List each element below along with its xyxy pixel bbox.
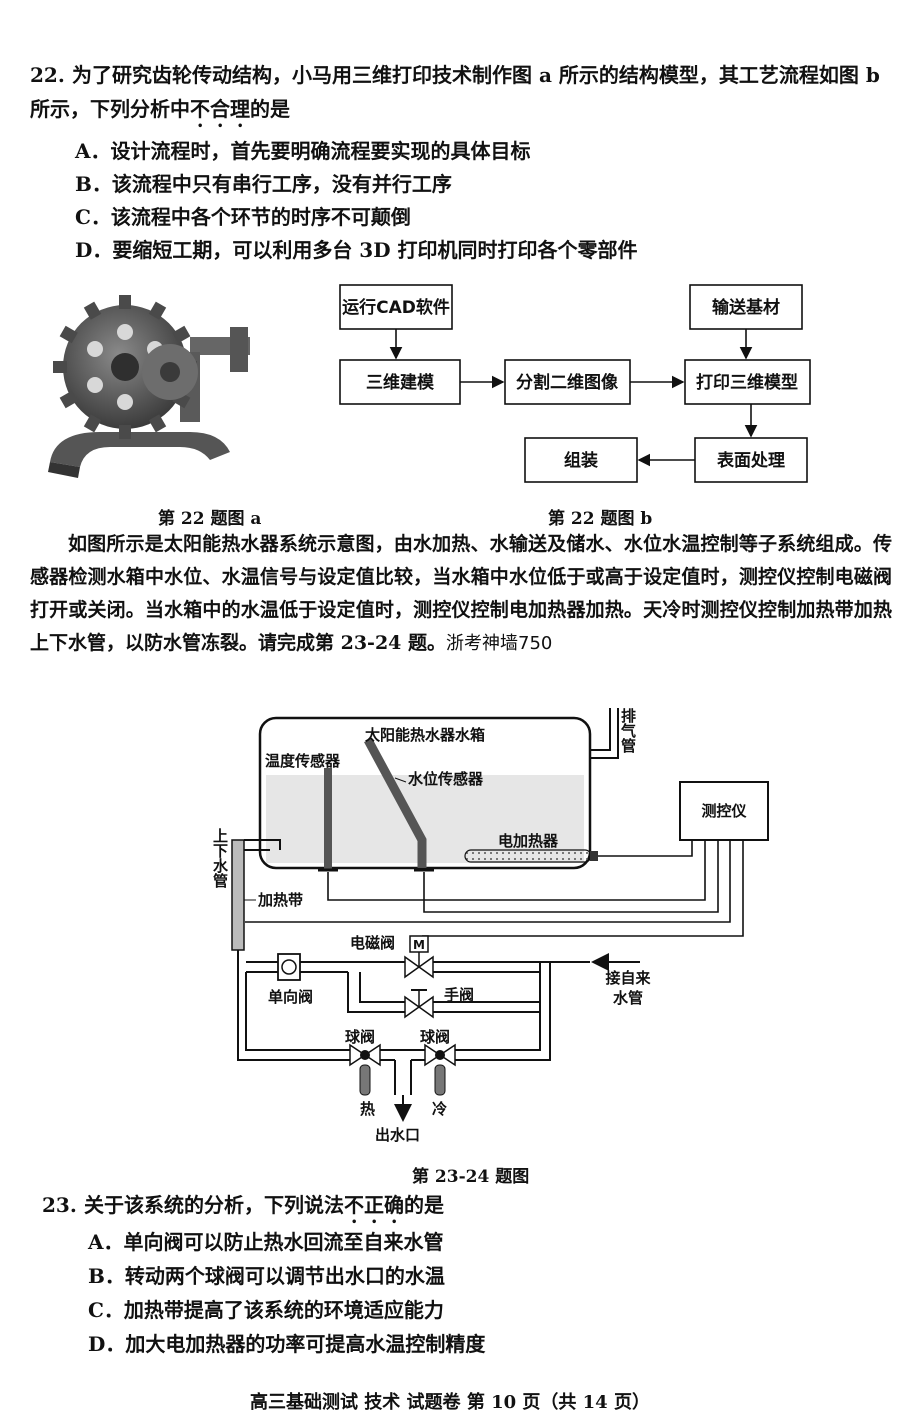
label-ball-valve-1: 球阀: [345, 1028, 375, 1046]
flow-label-slice: 分割二维图像: [516, 372, 619, 393]
label-solenoid: 电磁阀: [350, 934, 395, 952]
ball-valve-cold-symbol: [424, 1043, 456, 1096]
q23-stem: 23.关于该系统的分析，下列说法不正确的是: [42, 1193, 444, 1217]
process-flowchart: 运行CAD软件 输送基材 三维建模 分割二维图像 打印三维模型 表面处理 组装: [339, 284, 811, 483]
caption-fig-b: 第 22 题图 b: [548, 509, 653, 529]
label-motor: M: [413, 938, 425, 952]
q23-option-c: C．加热带提高了该系统的环境适应能力: [88, 1298, 444, 1322]
q23-emphasis: 不正确: [344, 1193, 404, 1217]
q22-stem: 22.为了研究齿轮传动结构，小马用三维打印技术制作图 a 所示的结构模型，其工艺…: [30, 63, 880, 121]
q22-option-a: A．设计流程时，首先要明确流程要实现的具体目标: [75, 139, 531, 163]
q22-option-d: D．要缩短工期，可以利用多台 3D 打印机同时打印各个零部件: [75, 238, 638, 262]
heater-element: [464, 849, 592, 863]
label-controller: 测控仪: [701, 802, 747, 820]
label-outlet: 出水口: [375, 1126, 420, 1144]
label-heater: 电加热器: [498, 832, 559, 850]
flow-label-surface: 表面处理: [717, 450, 785, 471]
ball-valve-hot-symbol: [349, 1043, 381, 1096]
flow-box-assemble: [524, 437, 638, 483]
flow-box-print: [684, 359, 811, 405]
gear-model-image: [48, 295, 250, 478]
label-temp-sensor: 温度传感器: [265, 752, 341, 770]
intro-paragraph: 如图所示是太阳能热水器系统示意图，由水加热、水输送及储水、水位水温控制等子系统组…: [30, 533, 892, 654]
label-level-sensor: 水位传感器: [408, 770, 484, 788]
label-check-valve: 单向阀: [268, 988, 313, 1006]
flow-label-modeling: 三维建模: [366, 372, 435, 393]
label-pipe: 上下水管: [211, 828, 229, 888]
up-down-pipe: [231, 839, 245, 951]
caption-fig-23-24: 第 23-24 题图: [412, 1167, 530, 1187]
label-tap-water: 接自来水管: [605, 969, 651, 1007]
flow-label-assemble: 组装: [564, 450, 598, 471]
label-ball-valve-2: 球阀: [420, 1028, 450, 1046]
label-tank: 太阳能热水器水箱: [365, 726, 485, 744]
label-cold: 冷: [432, 1100, 447, 1118]
flow-box-slice: [504, 359, 631, 405]
flow-box-run-cad: [339, 284, 453, 330]
label-heat-band: 加热带: [257, 891, 303, 909]
flow-box-modeling: [339, 359, 461, 405]
label-vent: 排气管: [619, 708, 637, 753]
solenoid-valve-symbol: [404, 935, 434, 979]
controller-box: [679, 781, 769, 841]
page-footer: 高三基础测试 技术 试题卷 第 10 页（共 14 页）: [250, 1392, 650, 1413]
manual-valve-symbol: [404, 989, 434, 1019]
flow-label-feed: 输送基材: [712, 297, 780, 318]
flow-box-feed: [689, 284, 803, 330]
caption-fig-a: 第 22 题图 a: [158, 509, 262, 529]
q23-option-a: A．单向阀可以防止热水回流至自来水管: [88, 1230, 444, 1254]
q22-option-c: C．该流程中各个环节的时序不可颠倒: [75, 205, 411, 229]
q22-option-b: B．该流程中只有串行工序，没有并行工序: [75, 172, 452, 196]
solar-heater-diagram: 太阳能热水器水箱 温度传感器 水位传感器 电加热器 测控仪 加热带 电磁阀 M …: [211, 708, 769, 1144]
label-hot: 热: [360, 1100, 375, 1118]
watermark-text: 浙考神墙750: [446, 633, 553, 654]
q23-option-b: B．转动两个球阀可以调节出水口的水温: [88, 1264, 445, 1288]
flow-label-run-cad: 运行CAD软件: [342, 297, 450, 318]
q22-emphasis: 不合理: [190, 97, 250, 121]
label-manual-valve: 手阀: [444, 986, 474, 1004]
q23-option-d: D．加大电加热器的功率可提高水温控制精度: [88, 1332, 486, 1356]
flow-label-print: 打印三维模型: [696, 372, 798, 393]
temp-sensor-probe: [324, 768, 332, 870]
